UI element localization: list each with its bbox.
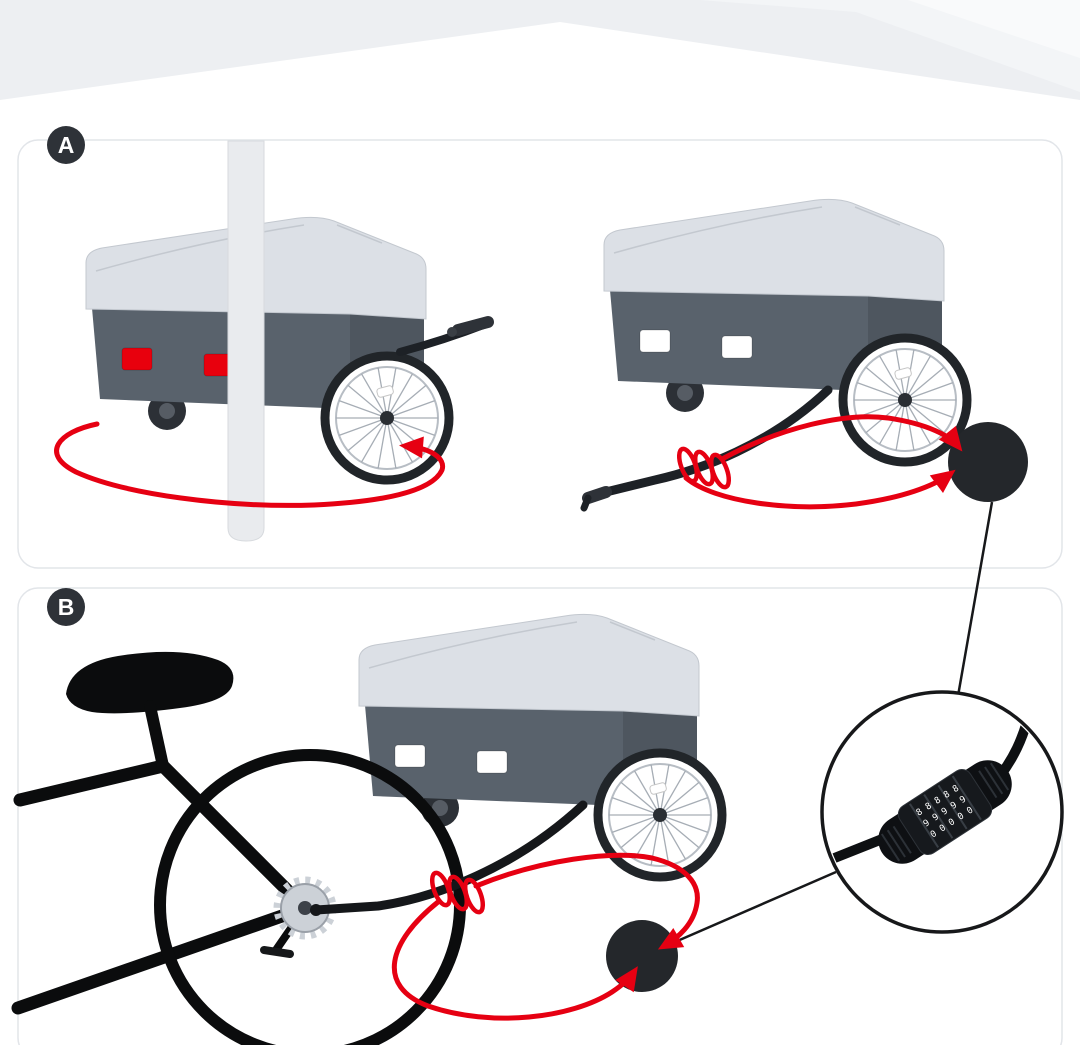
scene-a-right <box>580 199 1028 697</box>
lock-node-b <box>606 920 678 992</box>
panel-b-label: B <box>57 593 75 620</box>
cable-upper-b <box>473 852 700 950</box>
bike-rear-wheel <box>154 749 466 1045</box>
callout-line-b <box>674 870 837 944</box>
bicycle <box>11 651 466 1045</box>
towbar-hitch-joint-b <box>310 904 322 916</box>
bike-pedal <box>260 946 294 958</box>
cable-lower-a-right <box>683 469 956 510</box>
lock-grip-lines <box>880 762 1010 862</box>
cable-upper-a-right <box>721 414 963 461</box>
top-backdrop <box>0 0 1080 100</box>
bike-hub <box>298 901 312 915</box>
cable-coil-a-right <box>676 446 732 490</box>
coil-loop <box>708 452 732 490</box>
panel-a-badge: A <box>47 126 85 164</box>
bike-seat-tube <box>156 759 312 915</box>
scene-b <box>11 614 837 1045</box>
combination-lock: 8 8 8 8 8 9 9 9 9 9 0 0 0 0 0 <box>878 760 1012 864</box>
cable-lower-b <box>391 899 638 1021</box>
bike-saddle <box>66 651 234 714</box>
panel-b-badge: B <box>47 588 85 626</box>
top-band-shape <box>0 0 1080 100</box>
lock-dial-band <box>897 768 993 856</box>
magnifier-detail: 8 8 8 8 8 9 9 9 9 9 0 0 0 0 0 <box>820 690 1064 934</box>
pole <box>227 140 265 542</box>
towbar-handle-a-left <box>452 316 494 336</box>
lock-node-a <box>948 422 1028 502</box>
coil-loop <box>462 877 486 915</box>
magnifier-contents: 8 8 8 8 8 9 9 9 9 9 0 0 0 0 0 <box>825 713 1033 866</box>
towbar-hitch-pin-a-right <box>580 494 592 512</box>
callout-line-a <box>956 501 994 697</box>
cable-lock-a-left <box>54 421 446 508</box>
bike-seatpost <box>144 700 169 772</box>
cable-coil-b <box>429 870 486 915</box>
top-sheet-2 <box>908 0 1080 58</box>
lock-dial-separators <box>909 775 982 848</box>
bike-down-tube <box>11 901 312 1015</box>
bike-top-tube <box>13 759 170 807</box>
scene-a-left <box>54 140 494 542</box>
panel-a-label: A <box>57 131 75 158</box>
towbar-ring-a-left <box>447 327 457 337</box>
